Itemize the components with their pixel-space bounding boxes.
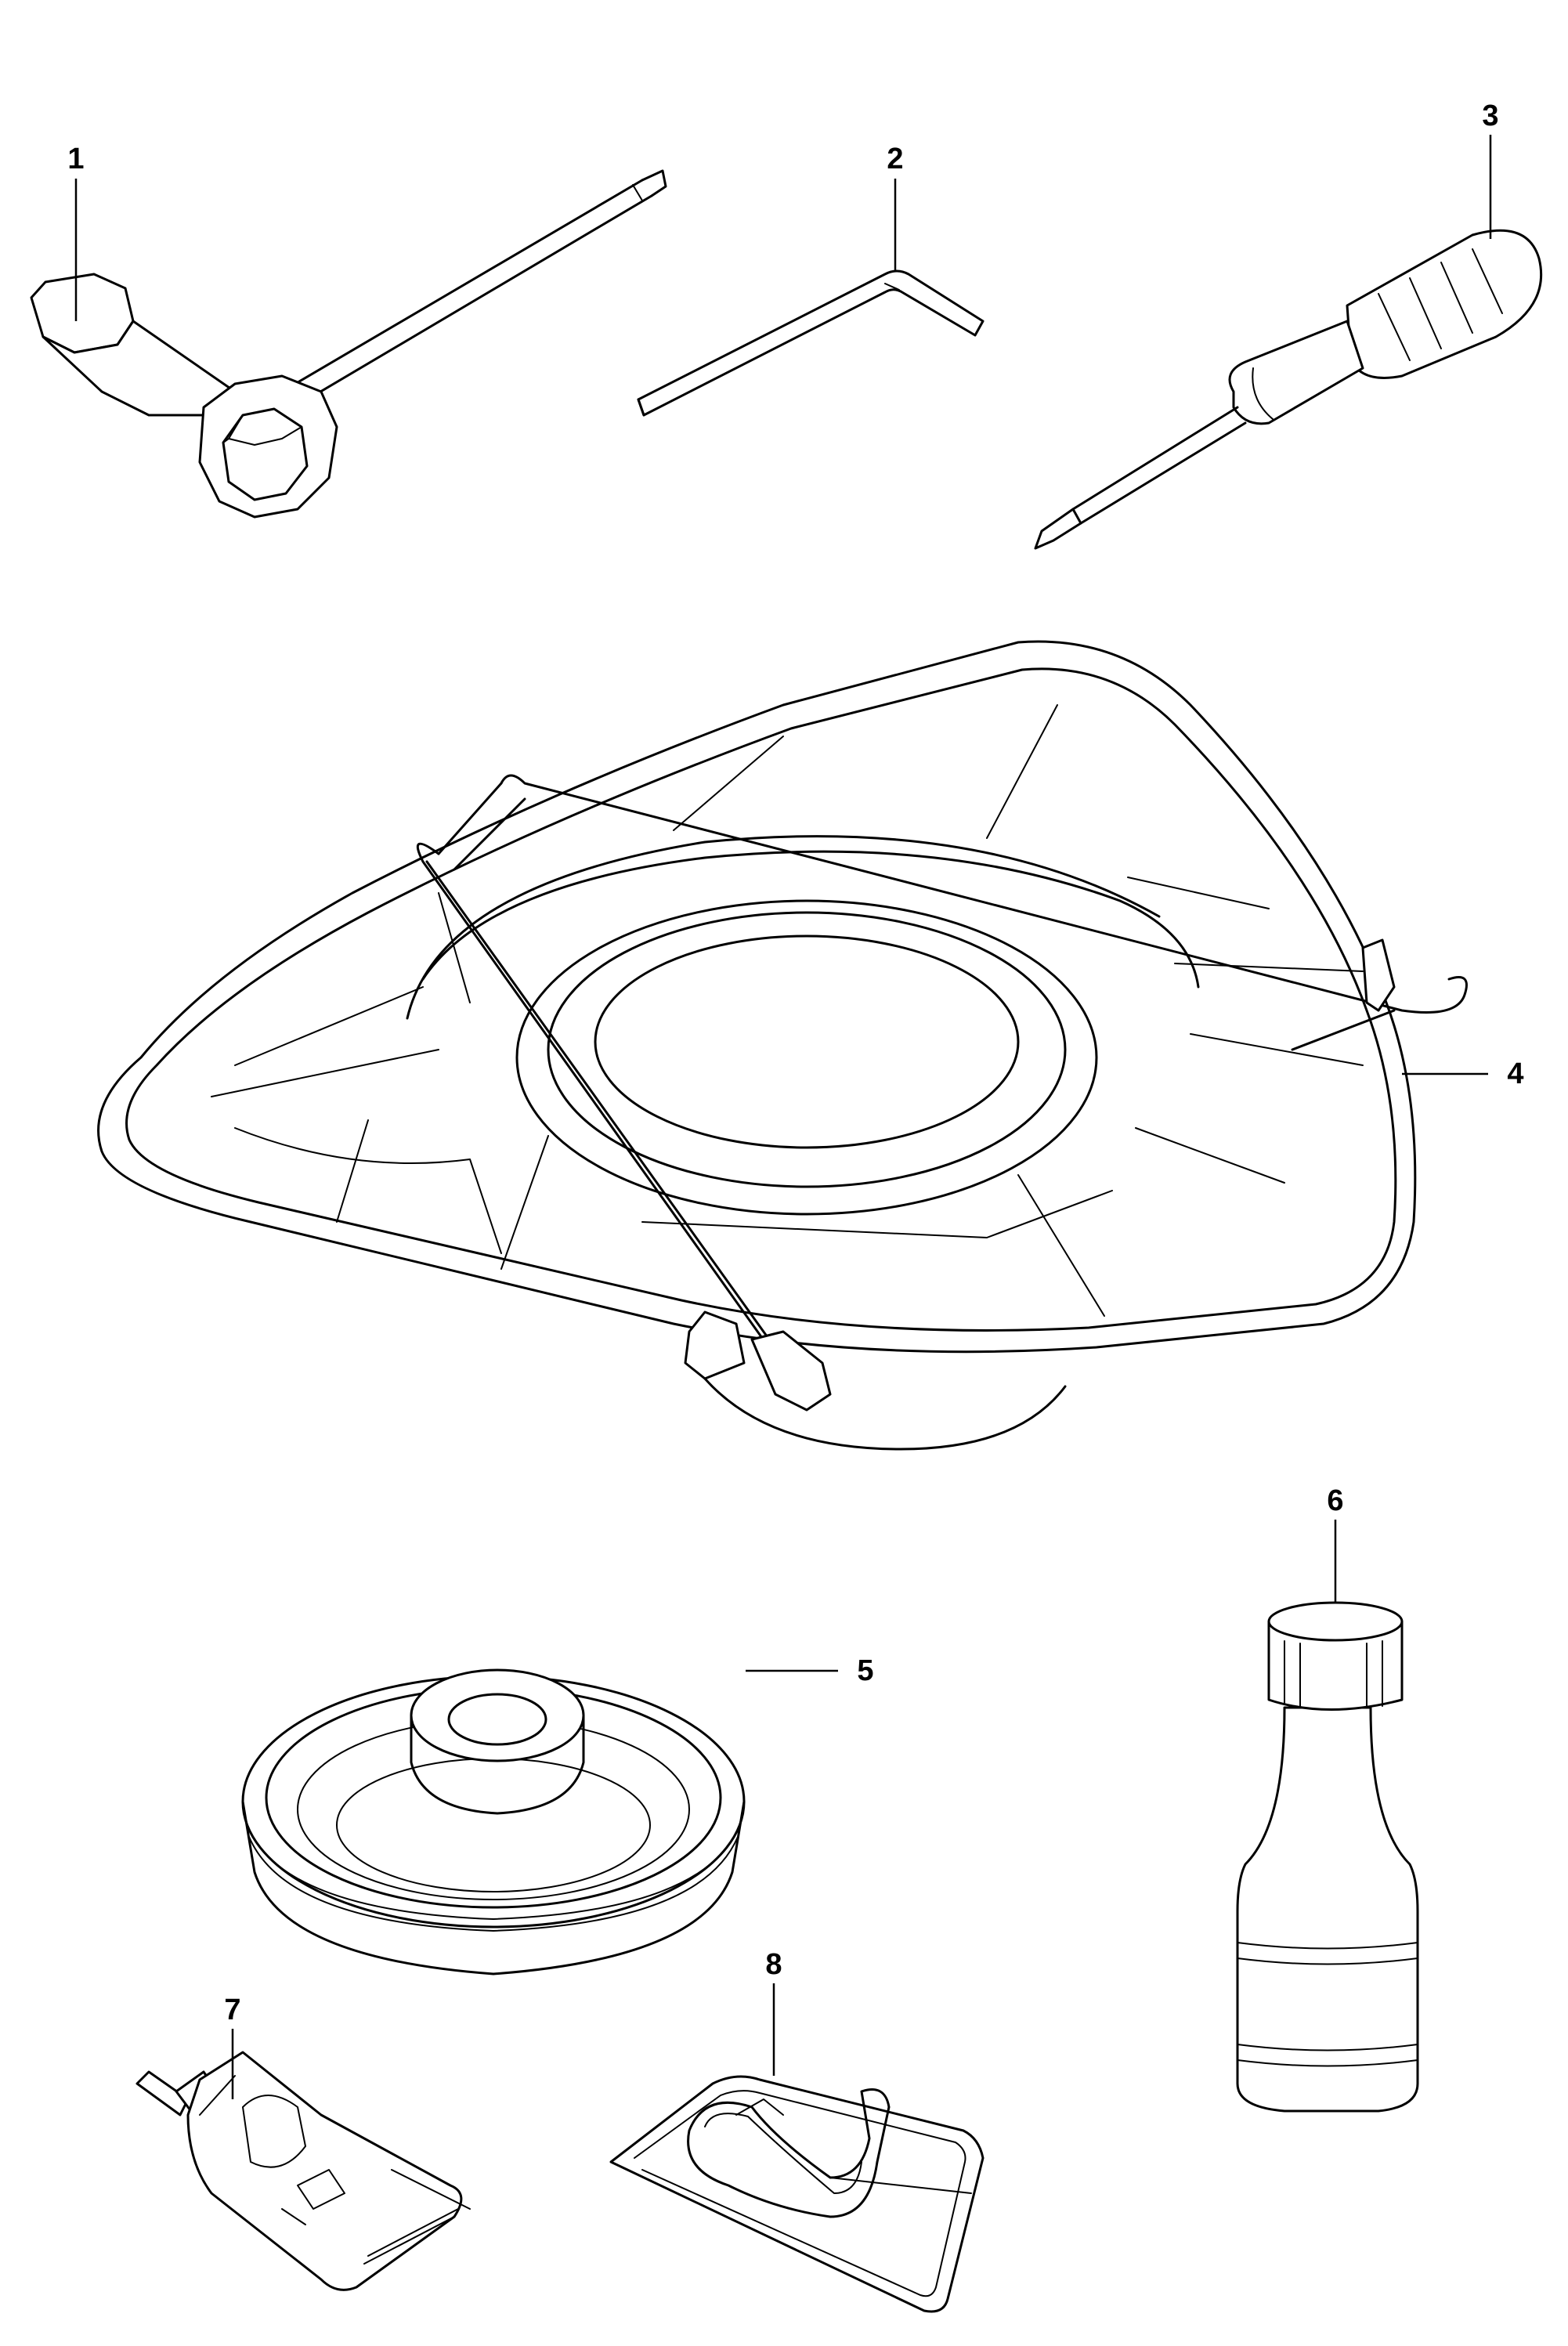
callout-8: 8 (765, 1948, 782, 1981)
callout-4: 4 (1507, 1057, 1523, 1090)
callout-labels: 1 2 3 4 5 6 7 8 (67, 99, 1523, 2026)
callout-3: 3 (1482, 99, 1498, 132)
callout-6: 6 (1327, 1484, 1343, 1517)
hex-key (637, 269, 985, 417)
callout-1: 1 (67, 143, 84, 175)
callout-5: 5 (857, 1654, 873, 1687)
leader-lines (74, 135, 1492, 2099)
grease-tube (135, 2051, 471, 2291)
blade-guard (97, 640, 1468, 1451)
screwdriver (1034, 229, 1543, 550)
oil-bottle (1236, 1601, 1419, 2113)
cloth-bag (609, 2075, 985, 2313)
callout-7: 7 (224, 1994, 240, 2026)
support-cup (241, 1668, 746, 1975)
combination-spanner (30, 169, 667, 519)
callout-2: 2 (887, 143, 903, 175)
